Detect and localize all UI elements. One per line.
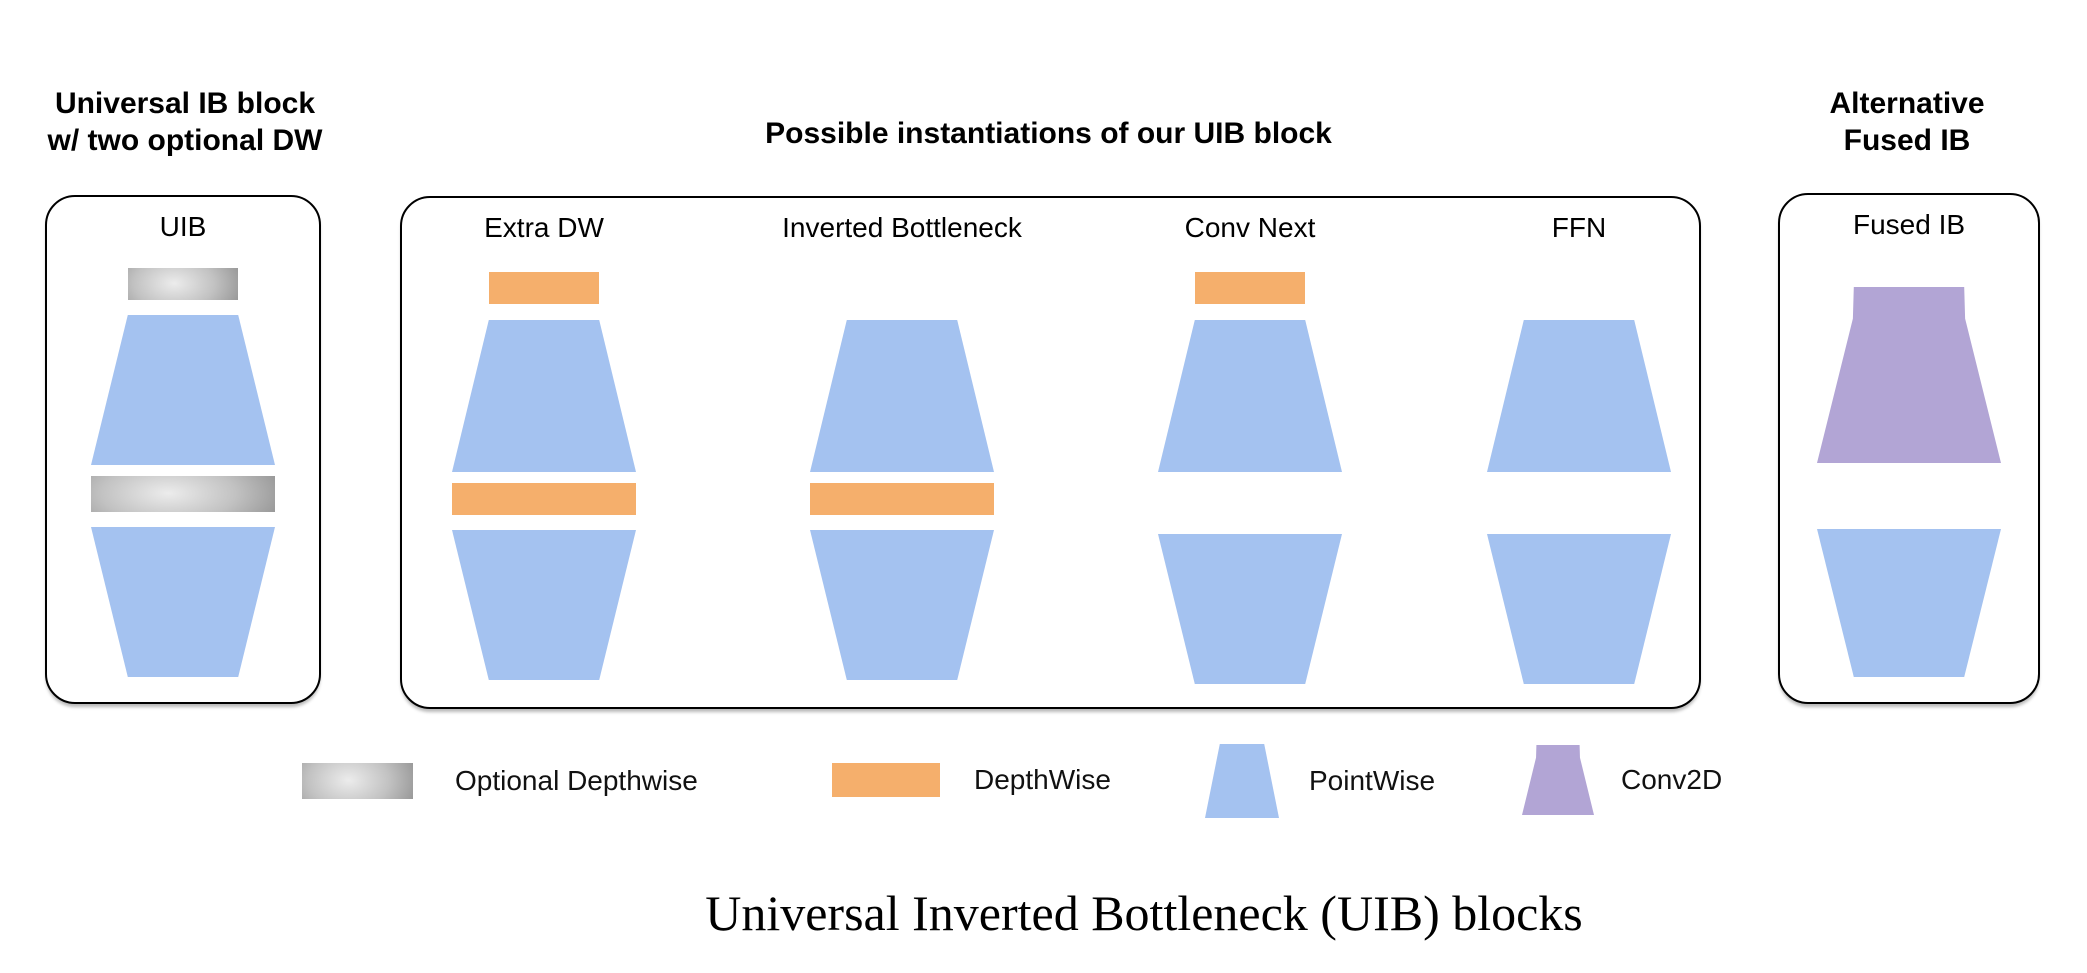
pointwise-expand-trapezoid: [1158, 320, 1342, 472]
right-panel-title-line2: Fused IB: [1843, 124, 1971, 157]
conv2d-shape: [1817, 287, 2001, 463]
pointwise-expand-trapezoid: [452, 320, 636, 472]
optional-depthwise-bar-middle: [91, 476, 275, 512]
pointwise-contract-trapezoid: [1158, 534, 1342, 684]
depthwise-swatch: [832, 763, 940, 797]
fused-ib-label: Fused IB: [1852, 209, 1966, 240]
optional-depthwise-bar-top: [128, 268, 238, 300]
column-ffn: FFN: [1459, 198, 1699, 707]
pointwise-expand-trapezoid: [1487, 320, 1671, 472]
pointwise-contract-trapezoid: [452, 530, 636, 680]
pointwise-expand-trapezoid: [91, 315, 275, 465]
right-panel-title-line1: Alternative: [1829, 87, 1985, 120]
pointwise-swatch: [1205, 744, 1279, 818]
left-panel-title-line1: Universal IB block: [54, 87, 316, 120]
fused-ib-box: Fused IB: [1778, 193, 2040, 704]
legend-item-conv2d: Conv2D: [1522, 745, 1722, 815]
legend-label-pointwise: PointWise: [1309, 765, 1436, 796]
pointwise-expand-trapezoid: [810, 320, 994, 472]
legend-label-optional-depthwise: Optional Depthwise: [455, 765, 698, 796]
legend-label-depthwise: DepthWise: [974, 764, 1111, 795]
ffn-label: FFN: [1551, 212, 1607, 243]
left-panel-title: Universal IB block w/ two optional DW: [30, 85, 340, 159]
center-panel-title: Possible instantiations of our UIB block: [765, 117, 1332, 150]
conv2d-swatch: [1522, 745, 1594, 815]
figure-caption: Universal Inverted Bottleneck (UIB) bloc…: [705, 885, 1583, 941]
extra-dw-label: Extra DW: [484, 212, 604, 243]
depthwise-bar-middle: [810, 483, 994, 515]
uib-block-box: UIB: [45, 195, 321, 704]
pointwise-contract-trapezoid: [810, 530, 994, 680]
optional-depthwise-swatch: [302, 763, 413, 799]
pointwise-contract-trapezoid: [91, 527, 275, 677]
pointwise-contract-trapezoid: [1817, 529, 2001, 677]
column-inverted-bottleneck: Inverted Bottleneck: [782, 198, 1022, 707]
column-extra-dw: Extra DW: [424, 198, 664, 707]
left-panel-title-line2: w/ two optional DW: [47, 124, 323, 157]
inverted-bottleneck-label: Inverted Bottleneck: [782, 212, 1022, 243]
legend-item-pointwise: PointWise: [1205, 744, 1435, 818]
legend-label-conv2d: Conv2D: [1621, 764, 1723, 795]
legend-item-optional-depthwise: Optional Depthwise: [302, 763, 698, 799]
depthwise-bar-middle: [452, 483, 636, 515]
pointwise-contract-trapezoid: [1487, 534, 1671, 684]
uib-block-label: UIB: [159, 211, 207, 242]
conv-next-label: Conv Next: [1184, 212, 1316, 243]
column-conv-next: Conv Next: [1130, 198, 1370, 707]
depthwise-bar-top: [1195, 272, 1305, 304]
legend-item-depthwise: DepthWise: [832, 763, 1111, 797]
instantiations-box: Extra DW Inverted Bottleneck Conv Next F…: [400, 196, 1701, 709]
right-panel-title: Alternative Fused IB: [1778, 85, 2036, 159]
depthwise-bar-top: [489, 272, 599, 304]
